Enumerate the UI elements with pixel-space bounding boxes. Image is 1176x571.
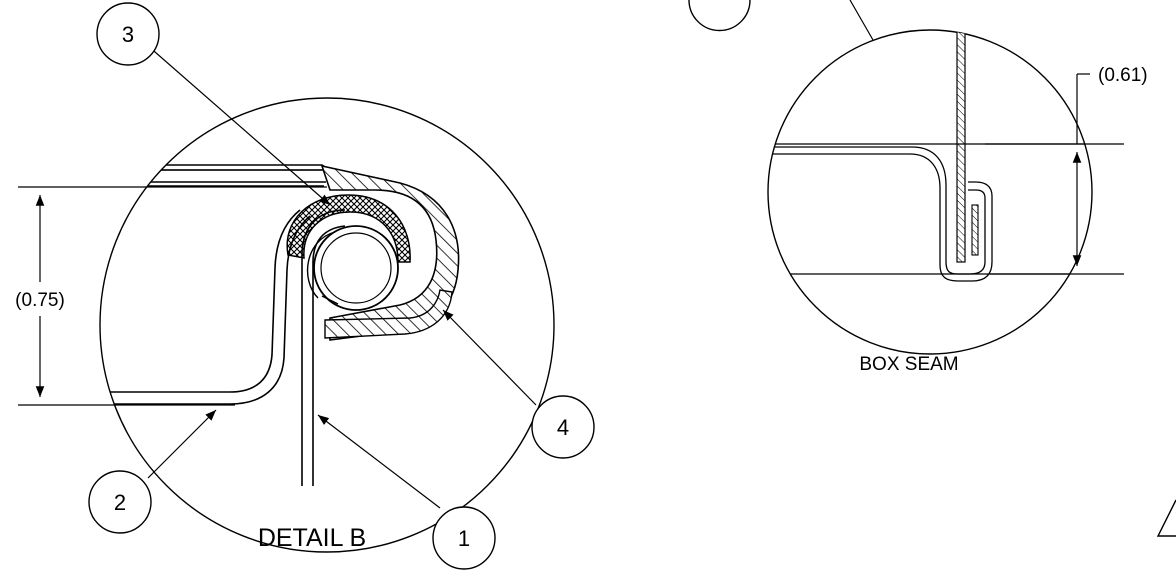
dimension-061: (0.61) [1098, 65, 1148, 86]
gasket-part-4 [320, 164, 460, 341]
dimension-075: (0.75) [15, 290, 65, 311]
svg-text:3: 3 [122, 22, 134, 47]
coil-bead [313, 225, 399, 311]
leader-3 [138, 37, 331, 206]
leader-box-seam [849, 0, 874, 41]
detail-b-section [100, 164, 460, 486]
detail-b-boundary [99, 97, 555, 553]
detail-b-title: DETAIL B [258, 524, 366, 552]
leader-2 [147, 409, 217, 479]
box-seam-view: (0.61) BOX SEAM [688, 0, 1148, 375]
balloon-1: 1 [432, 506, 496, 570]
balloon-4: 4 [531, 395, 595, 459]
box-seam-title: BOX SEAM [859, 354, 958, 375]
bottom-sheet-part-2 [100, 209, 301, 393]
box-seam-section [768, 30, 1092, 282]
balloon-partial-top [688, 0, 751, 32]
balloon-2: 2 [88, 470, 152, 534]
box-seam-boundary [767, 29, 1093, 355]
balloon-3: 3 [96, 2, 160, 66]
body-sheet-part-1 [301, 209, 346, 486]
svg-text:4: 4 [557, 415, 569, 440]
svg-text:1: 1 [458, 526, 470, 551]
detail-b-view: (0.75) 3 2 1 4 DETAIL B [15, 2, 595, 570]
seal-part-3 [286, 194, 411, 263]
leader-1 [317, 414, 441, 509]
leader-4 [442, 309, 537, 406]
svg-text:2: 2 [114, 490, 126, 515]
revision-triangle-partial [1156, 499, 1176, 537]
